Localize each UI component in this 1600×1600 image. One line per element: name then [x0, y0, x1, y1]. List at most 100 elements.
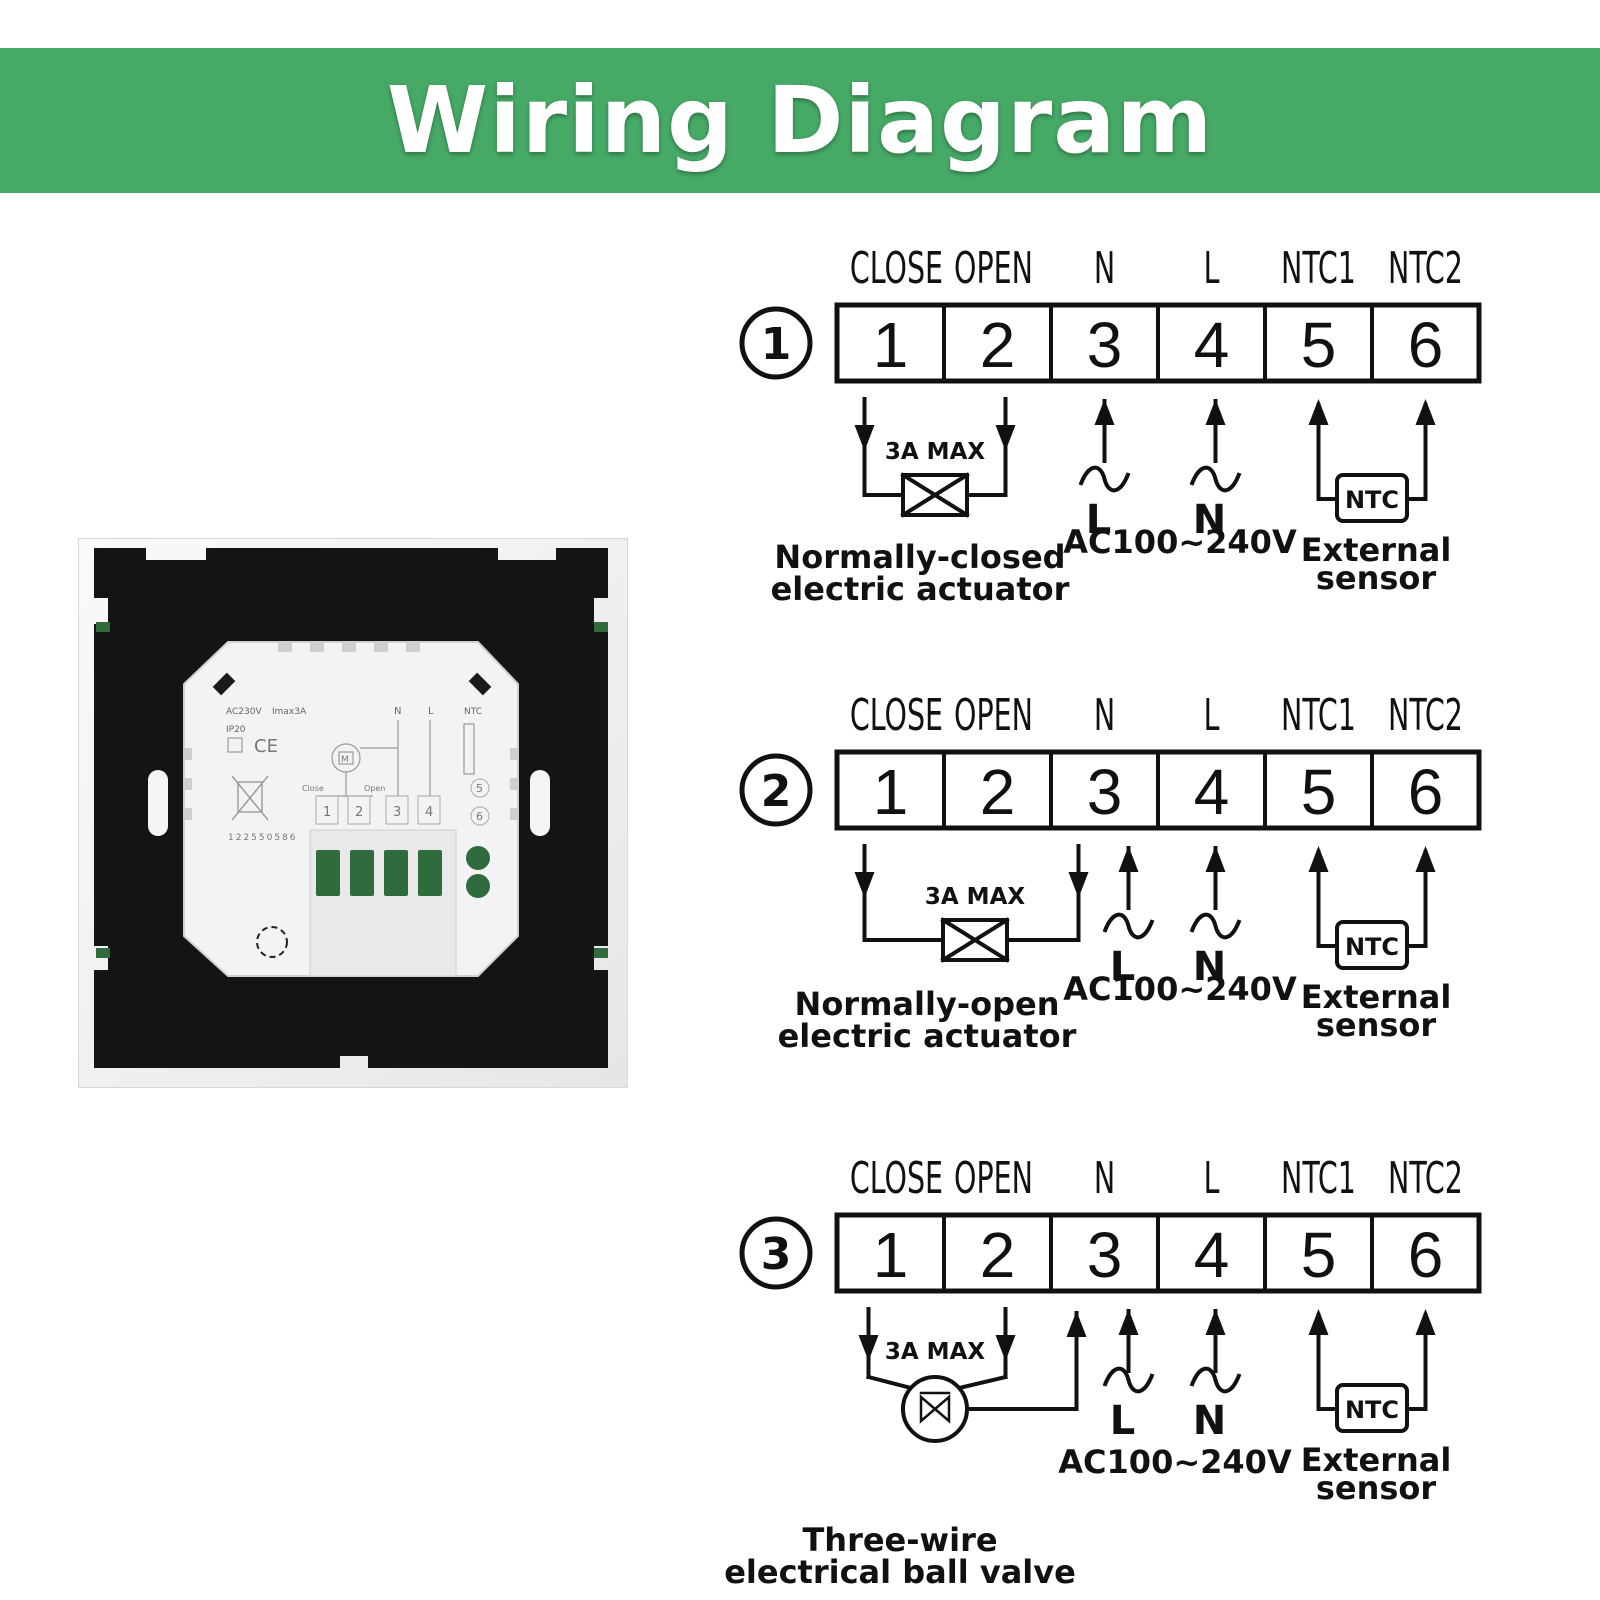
wire — [952, 1374, 1008, 1392]
actuator-cross — [900, 472, 970, 518]
ntc-label: NTC — [1345, 486, 1399, 514]
diagram-number: 1 — [761, 319, 792, 370]
terminal-label-open: OPEN — [954, 690, 1033, 742]
arrow-up — [1118, 1309, 1139, 1335]
arrow-down — [858, 1335, 879, 1361]
power-voltage-label: AC100~240V — [1063, 970, 1297, 1008]
load-label-line2: electric actuator — [778, 1017, 1077, 1055]
weee-bin-icon — [231, 775, 269, 821]
terminal-number-4: 4 — [1194, 1219, 1230, 1291]
actuator-cross — [940, 917, 1010, 963]
terminal-number-6: 6 — [1408, 756, 1444, 828]
arrow-up — [1066, 1311, 1087, 1337]
double-insulation-icon — [227, 737, 243, 753]
device-terminal-6: 6 — [476, 810, 483, 823]
arrow-down — [995, 425, 1016, 451]
ac-symbol-icon — [1189, 1366, 1242, 1394]
terminal-label-ntc1: NTC1 — [1281, 690, 1356, 742]
terminal-label-ntc2: NTC2 — [1388, 690, 1463, 742]
diagram-number: 3 — [761, 1229, 792, 1280]
arrow-up — [1205, 1309, 1226, 1335]
terminal-label-n: N — [1094, 690, 1115, 742]
terminal-number-2: 2 — [980, 309, 1016, 381]
arrow-up — [1308, 846, 1329, 872]
terminal-number-2: 2 — [980, 1219, 1016, 1291]
terminal-number-3: 3 — [1087, 309, 1123, 381]
terminal-label-l: L — [1204, 1153, 1221, 1205]
device-label-l: L — [428, 706, 434, 717]
device-terminal-4: 4 — [425, 805, 433, 820]
diagram-number-circle — [739, 1216, 813, 1290]
terminal-label-ntc2: NTC2 — [1388, 1153, 1463, 1205]
terminal-number-4: 4 — [1194, 756, 1230, 828]
device-terminal-boxes — [315, 778, 490, 826]
screw-terminal-5 — [466, 846, 490, 870]
arrow-up — [1415, 399, 1436, 425]
terminal-number-5: 5 — [1301, 1219, 1337, 1291]
device-terminal-2: 2 — [355, 805, 363, 820]
load-label-line1: Three-wire — [802, 1521, 997, 1559]
terminal-label-close: CLOSE — [850, 690, 943, 742]
screw-terminal-2 — [350, 850, 374, 896]
terminal-number-2: 2 — [980, 756, 1016, 828]
ce-mark: CE — [254, 736, 278, 757]
arrow-down — [854, 872, 875, 898]
terminal-label-l: L — [1204, 690, 1221, 742]
load-label-line2: electrical ball valve — [724, 1553, 1076, 1591]
terminal-label-close: CLOSE — [850, 1153, 943, 1205]
terminal-label-close: CLOSE — [850, 243, 943, 295]
terminal-label-ntc2: NTC2 — [1388, 243, 1463, 295]
thermostat-back-photo: AC230V Imax3A IP20 CE 122550586 N L NTC … — [78, 538, 628, 1088]
power-line-l: L — [1086, 497, 1112, 543]
screw-terminal-1 — [316, 850, 340, 896]
terminal-label-ntc1: NTC1 — [1281, 1153, 1356, 1205]
ac-symbol-icon — [1078, 465, 1131, 493]
sensor-label-line2: sensor — [1316, 1006, 1437, 1044]
green-tab-left-bottom — [96, 948, 110, 958]
ac-symbol-icon — [1189, 912, 1242, 940]
terminal-number-1: 1 — [873, 309, 909, 381]
ac-symbol-icon — [1102, 1366, 1155, 1394]
sensor-label-line2: sensor — [1316, 1469, 1437, 1507]
green-tab-left-top — [96, 622, 110, 632]
terminal-label-open: OPEN — [954, 243, 1033, 295]
load-label-line1: Normally-closed — [774, 538, 1065, 576]
mount-slot-right — [530, 770, 550, 836]
load-label-line1: Normally-open — [795, 985, 1060, 1023]
rating-voltage: AC230V — [226, 707, 262, 717]
terminal-label-ntc1: NTC1 — [1281, 243, 1356, 295]
sensor-label-line1: External — [1301, 1441, 1452, 1479]
ntc-label: NTC — [1345, 1396, 1399, 1424]
power-line-l: L — [1110, 944, 1136, 990]
arrow-up — [1415, 1309, 1436, 1335]
title-banner: Wiring Diagram — [0, 48, 1600, 193]
arrow-up — [1308, 399, 1329, 425]
terminal-number-6: 6 — [1408, 309, 1444, 381]
device-serial: 122550586 — [228, 833, 298, 843]
device-terminal-5: 5 — [476, 782, 483, 795]
load-rating: 3A MAX — [885, 1339, 985, 1365]
diagram-number-circle — [739, 306, 813, 380]
power-voltage-label: AC100~240V — [1058, 1443, 1292, 1481]
ntc-sensor-box — [1335, 920, 1409, 970]
wire — [866, 1374, 918, 1392]
arrow-down — [1068, 872, 1089, 898]
power-voltage-label: AC100~240V — [1063, 523, 1297, 561]
device-label-ntc: NTC — [464, 707, 482, 717]
power-line-n: N — [1193, 944, 1226, 990]
page-title: Wiring Diagram — [386, 66, 1214, 174]
terminal-label-l: L — [1204, 243, 1221, 295]
terminal-number-5: 5 — [1301, 756, 1337, 828]
arrow-up — [1205, 846, 1226, 872]
terminal-number-4: 4 — [1194, 309, 1230, 381]
screw-terminal-4 — [418, 850, 442, 896]
terminal-number-1: 1 — [873, 1219, 909, 1291]
terminal-label-n: N — [1094, 243, 1115, 295]
ip-rating: IP20 — [226, 725, 246, 735]
terminal-label-open: OPEN — [954, 1153, 1033, 1205]
terminal-number-5: 5 — [1301, 309, 1337, 381]
diagram-number-circle — [739, 753, 813, 827]
arrow-up — [1415, 846, 1436, 872]
green-tab-right-bottom — [594, 948, 608, 958]
